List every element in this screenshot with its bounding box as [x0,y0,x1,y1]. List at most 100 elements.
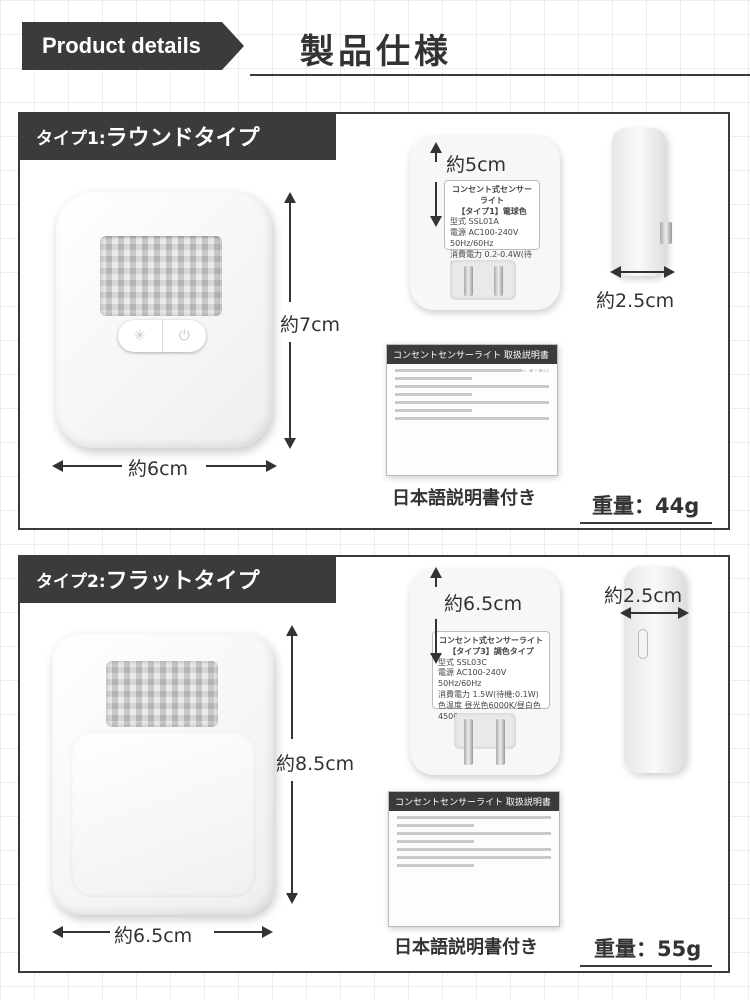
type2-back-line-top [435,577,437,587]
type2-weight-rule [580,965,712,967]
type2-height-label: 約8.5cm [276,753,355,775]
type1-front-device: ✳ ⏻ [56,192,272,448]
manual-text-line [397,848,551,851]
type1-depth-arrow-right [664,266,675,278]
type2-depth-line [630,612,678,614]
type2-tag: タイプ2: フラットタイプ [18,555,336,603]
type2-manual-caption: 日本語説明書付き [394,937,538,958]
type2-width-label: 約6.5cm [114,925,193,947]
type2-front-device [52,633,274,915]
type1-back-arrow-up [430,142,442,153]
type2-label-line: 電源 AC100-240V [438,668,507,678]
type1-label-title: コンセント式センサーライト 【タイプ1】電球色 [452,185,532,216]
type1-sensor [100,236,222,316]
type1-height-line-bottom [289,342,291,438]
type2-label-line: 色温度 昼光色6000K/昼白色4500K [438,700,541,721]
type1-label-line: 電源 AC100-240V [450,228,519,238]
type1-manual-head: コンセントセンサーライト 取扱説明書 保管用 [387,345,557,376]
type2-back-device: コンセント式センサーライト 【タイプ3】調色タイプ 型式 SSL03C 電源 A… [410,569,560,775]
type1-plug-base [450,260,516,300]
type2-tag-name: フラットタイプ [105,569,260,594]
type1-manual-caption: 日本語説明書付き [392,488,536,509]
type2-depth-arrow-right [678,607,689,619]
type2-plug-prong [464,719,473,765]
type2-width-arrow-left [52,926,63,938]
type2-height-line-bottom [291,781,293,893]
type2-tag-prefix: タイプ2: [36,571,106,592]
type2-depth-arrow-left [620,607,631,619]
type2-height-arrow-down [286,893,298,904]
manual-text-line [397,824,474,827]
type1-side-prong [660,222,672,244]
type1-plug-prong [464,266,473,296]
type1-tag: タイプ1: ラウンドタイプ [18,112,336,160]
type2-height-line-top [291,635,293,739]
type1-back-arrow-down [430,216,442,227]
type2-side-device [624,567,686,773]
type1-plug-prong [494,266,503,296]
type2-spec-label: コンセント式センサーライト 【タイプ3】調色タイプ 型式 SSL03C 電源 A… [432,631,550,721]
type2-depth-label: 約2.5cm [604,585,683,607]
manual-text-line [395,377,472,380]
manual-text-line [397,832,551,835]
manual-text-line [395,385,549,388]
type1-depth-label: 約2.5cm [596,290,675,312]
type1-label-line: 型式 SSL01A [450,217,499,227]
type1-manual: コンセントセンサーライト 取扱説明書 保管用 [386,344,558,476]
type2-width-arrow-right [262,926,273,938]
type1-weight-rule [580,522,712,524]
type2-sensor [106,661,218,727]
manual-text-line [397,864,474,867]
type1-tag-name: ラウンドタイプ [105,126,260,151]
type2-weight: 重量：55g [594,937,702,961]
manual-text-line [395,409,472,412]
manual-text-line [395,393,472,396]
type2-manual-title: コンセントセンサーライト 取扱説明書 [395,798,551,808]
manual-text-line [395,401,549,404]
type1-side-device [612,128,666,276]
type2-side-switch [638,629,648,659]
type1-spec-label: コンセント式センサーライト 【タイプ1】電球色 型式 SSL01A 電源 AC1… [444,180,540,270]
type2-height-arrow-up [286,625,298,636]
type2-light-panel [70,731,256,897]
type1-height-arrow-down [284,438,296,449]
type1-depth-arrow-left [610,266,621,278]
type2-panel: タイプ2: フラットタイプ 約6.5cm 約8.5cm コンセント式センサーライ… [18,555,730,973]
type2-back-arrow-up [430,567,442,578]
type1-panel: タイプ1: ラウンドタイプ ✳ ⏻ 約6cm 約7cm コンセント式センサーライ… [18,112,730,530]
type1-back-width-label: 約5cm [446,154,507,176]
type1-height-label: 約7cm [280,314,341,336]
type2-back-arrow-down [430,653,442,664]
type1-width-line-left [62,465,122,467]
type1-back-line-top [435,152,437,162]
manual-text-line [397,840,474,843]
manual-text-line [397,856,551,859]
header-rule [250,74,750,76]
type2-label-line: 消費電力 1.5W(待機:0.1W) [438,689,539,699]
brightness-icon: ✳ [133,328,146,344]
type1-width-arrow-left [52,460,63,472]
product-details-tag: Product details [22,22,244,70]
type1-label-line: 50Hz/60Hz [450,238,494,248]
type2-label-line: 50Hz/60Hz [438,679,482,689]
type2-label-title: コンセント式センサーライト 【タイプ3】調色タイプ [439,636,543,656]
power-icon: ⏻ [161,320,207,352]
type1-weight: 重量：44g [592,494,700,518]
type1-depth-line [620,271,664,273]
type1-buttons: ✳ ⏻ [118,320,206,352]
type2-width-line-left [62,931,110,933]
type2-back-line-bottom [435,619,437,653]
manual-text-line [395,417,549,420]
type1-width-arrow-right [266,460,277,472]
page-title: 製品仕様 [300,32,452,72]
type1-manual-title: コンセントセンサーライト 取扱説明書 [393,351,549,361]
type2-manual: コンセントセンサーライト 取扱説明書 [388,791,560,927]
type1-back-line-bottom [435,182,437,216]
manual-text-line [397,816,551,819]
type2-back-width-label: 約6.5cm [444,593,523,615]
type1-width-line-right [206,465,266,467]
type1-height-line-top [289,202,291,302]
type1-tag-prefix: タイプ1: [36,128,106,149]
type2-plug-prong [496,719,505,765]
type2-width-line-right [214,931,262,933]
